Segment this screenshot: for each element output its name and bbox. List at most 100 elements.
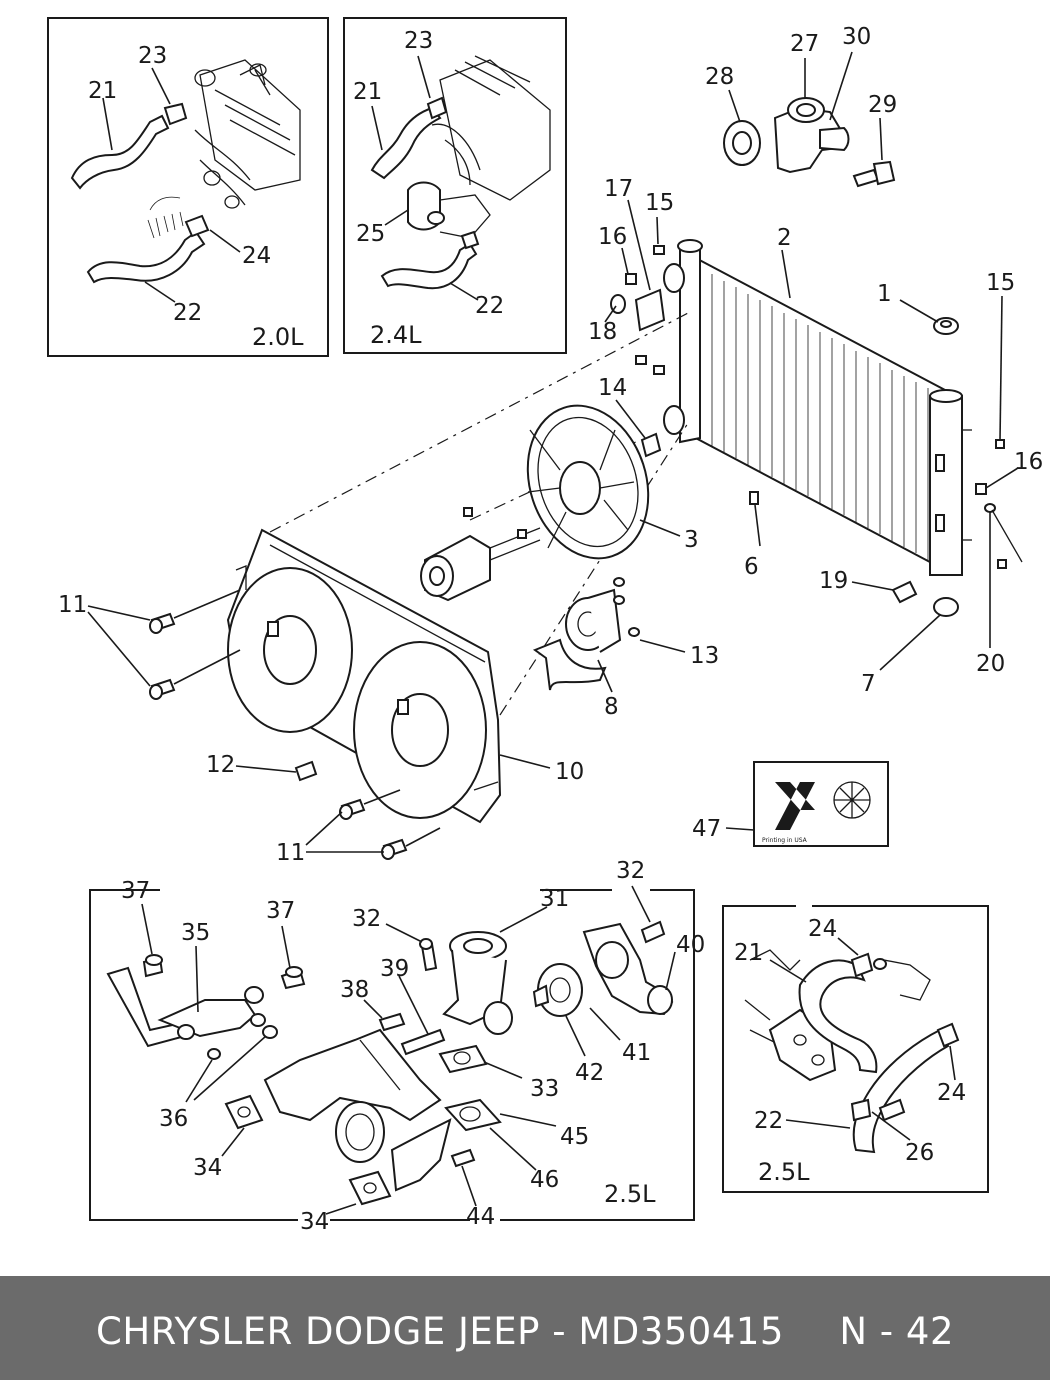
callout-42: 42 xyxy=(575,1060,604,1086)
footer-title: CHRYSLER DODGE JEEP - MD350415 xyxy=(96,1310,784,1353)
callout-12: 12 xyxy=(206,752,235,778)
callout-20: 20 xyxy=(976,651,1005,677)
hose-22 xyxy=(380,242,478,290)
callout-46: 46 xyxy=(530,1167,559,1193)
bolt-29 xyxy=(852,168,880,188)
shroud-10: 11 12 10 11 xyxy=(58,528,584,866)
gasket-34 xyxy=(348,1170,392,1206)
callout-32: 32 xyxy=(352,906,381,932)
engine-label-2-0l: 2.0L xyxy=(252,323,304,351)
callout-38: 38 xyxy=(340,977,369,1003)
inset-2-0l: 21 23 24 22 2.0L xyxy=(47,17,329,357)
callout-23: 23 xyxy=(138,43,167,69)
callout-22: 22 xyxy=(754,1108,783,1134)
callout-24: 24 xyxy=(808,916,837,942)
callout-2: 2 xyxy=(777,225,792,251)
callout-11: 11 xyxy=(58,592,87,618)
gasket-33 xyxy=(438,1044,488,1074)
clamp-24 xyxy=(936,1022,960,1048)
callout-26: 26 xyxy=(905,1140,934,1166)
panel-2-5l-hoses: 24 21 24 22 26 2.5L xyxy=(722,905,989,1193)
engine-label-2-4l: 2.4L xyxy=(370,321,422,349)
gasket-34 xyxy=(224,1094,264,1130)
callout-31: 31 xyxy=(540,886,569,912)
callout-6: 6 xyxy=(744,554,759,580)
bolt-38 xyxy=(378,1012,406,1032)
grommet-7 xyxy=(933,597,959,617)
callout-21: 21 xyxy=(734,940,763,966)
clip-6 xyxy=(749,491,759,505)
callout-15: 15 xyxy=(645,190,674,216)
clamp-23 xyxy=(426,96,448,120)
callout-35: 35 xyxy=(181,920,210,946)
callout-3: 3 xyxy=(684,527,699,553)
callout-36: 36 xyxy=(159,1106,188,1132)
callout-33: 33 xyxy=(530,1076,559,1102)
alignment-lines xyxy=(269,311,691,716)
callout-10: 10 xyxy=(555,759,584,785)
clamp-24 xyxy=(850,952,874,978)
flange-45 xyxy=(444,1098,502,1132)
radiator-2: 17 15 16 2 1 15 18 14 16 6 19 7 20 xyxy=(588,176,1043,697)
inset-2-4l: 23 21 25 22 2.4L xyxy=(343,17,567,354)
callout-34: 34 xyxy=(300,1209,329,1235)
callout-44: 44 xyxy=(466,1204,495,1230)
hose-21 xyxy=(370,106,442,180)
callout-21: 21 xyxy=(88,78,117,104)
engine-label-2-5l: 2.5L xyxy=(604,1180,656,1208)
label-47: Printing in USA 47 xyxy=(692,761,889,847)
fan-motor xyxy=(420,507,541,602)
callout-16: 16 xyxy=(1014,449,1043,475)
exploded-parts-diagram: 21 23 24 22 2.0L 23 21 25 22 2.4L xyxy=(47,17,1043,1235)
footer-bar: CHRYSLER DODGE JEEP - MD350415 N - 42 xyxy=(0,1276,1050,1380)
callout-47: 47 xyxy=(692,816,721,842)
callout-15: 15 xyxy=(986,270,1015,296)
callout-30: 30 xyxy=(842,24,871,50)
callout-39: 39 xyxy=(380,956,409,982)
cap-group: 28 27 30 29 xyxy=(705,24,897,188)
footer-page-number: N - 42 xyxy=(839,1310,954,1353)
callout-8: 8 xyxy=(604,694,619,720)
callout-40: 40 xyxy=(676,932,705,958)
callout-29: 29 xyxy=(868,92,897,118)
callout-17: 17 xyxy=(604,176,633,202)
callout-23: 23 xyxy=(404,28,433,54)
ring-36 xyxy=(262,1025,278,1039)
clip-12 xyxy=(294,760,318,782)
label-47-fine-print: Printing in USA xyxy=(762,837,808,844)
motor-8: 13 8 xyxy=(532,577,719,720)
fan-3: 3 xyxy=(526,404,699,560)
ring-36 xyxy=(207,1048,221,1060)
callout-25: 25 xyxy=(356,221,385,247)
clamp-24 xyxy=(184,214,210,238)
callout-13: 13 xyxy=(690,643,719,669)
callout-45: 45 xyxy=(560,1124,589,1150)
callout-1: 1 xyxy=(877,281,892,307)
bolt-32 xyxy=(640,920,666,944)
callout-21: 21 xyxy=(353,79,382,105)
callout-41: 41 xyxy=(622,1040,651,1066)
callout-7: 7 xyxy=(861,671,876,697)
engine-label-2-5l: 2.5L xyxy=(758,1158,810,1186)
plug-19 xyxy=(891,580,918,604)
hose-22 xyxy=(86,230,206,284)
callout-28: 28 xyxy=(705,64,734,90)
callout-19: 19 xyxy=(819,568,848,594)
callout-34: 34 xyxy=(193,1155,222,1181)
callout-37: 37 xyxy=(266,898,295,924)
hose-22 xyxy=(852,1028,950,1154)
clamp-23 xyxy=(163,102,188,126)
bolt-39 xyxy=(400,1028,446,1056)
callout-37: 37 xyxy=(121,878,150,904)
callout-24: 24 xyxy=(937,1080,966,1106)
panel-2-5l-housings: 37 35 37 32 31 32 40 39 38 36 33 42 41 4… xyxy=(89,858,705,1235)
callout-14: 14 xyxy=(598,375,627,401)
callout-27: 27 xyxy=(790,31,819,57)
bolt-26 xyxy=(878,1098,906,1122)
hose-21 xyxy=(70,114,170,190)
callout-22: 22 xyxy=(475,293,504,319)
callout-11: 11 xyxy=(276,840,305,866)
callout-32: 32 xyxy=(616,858,645,884)
callout-24: 24 xyxy=(242,243,271,269)
bolt-44 xyxy=(450,1148,476,1168)
